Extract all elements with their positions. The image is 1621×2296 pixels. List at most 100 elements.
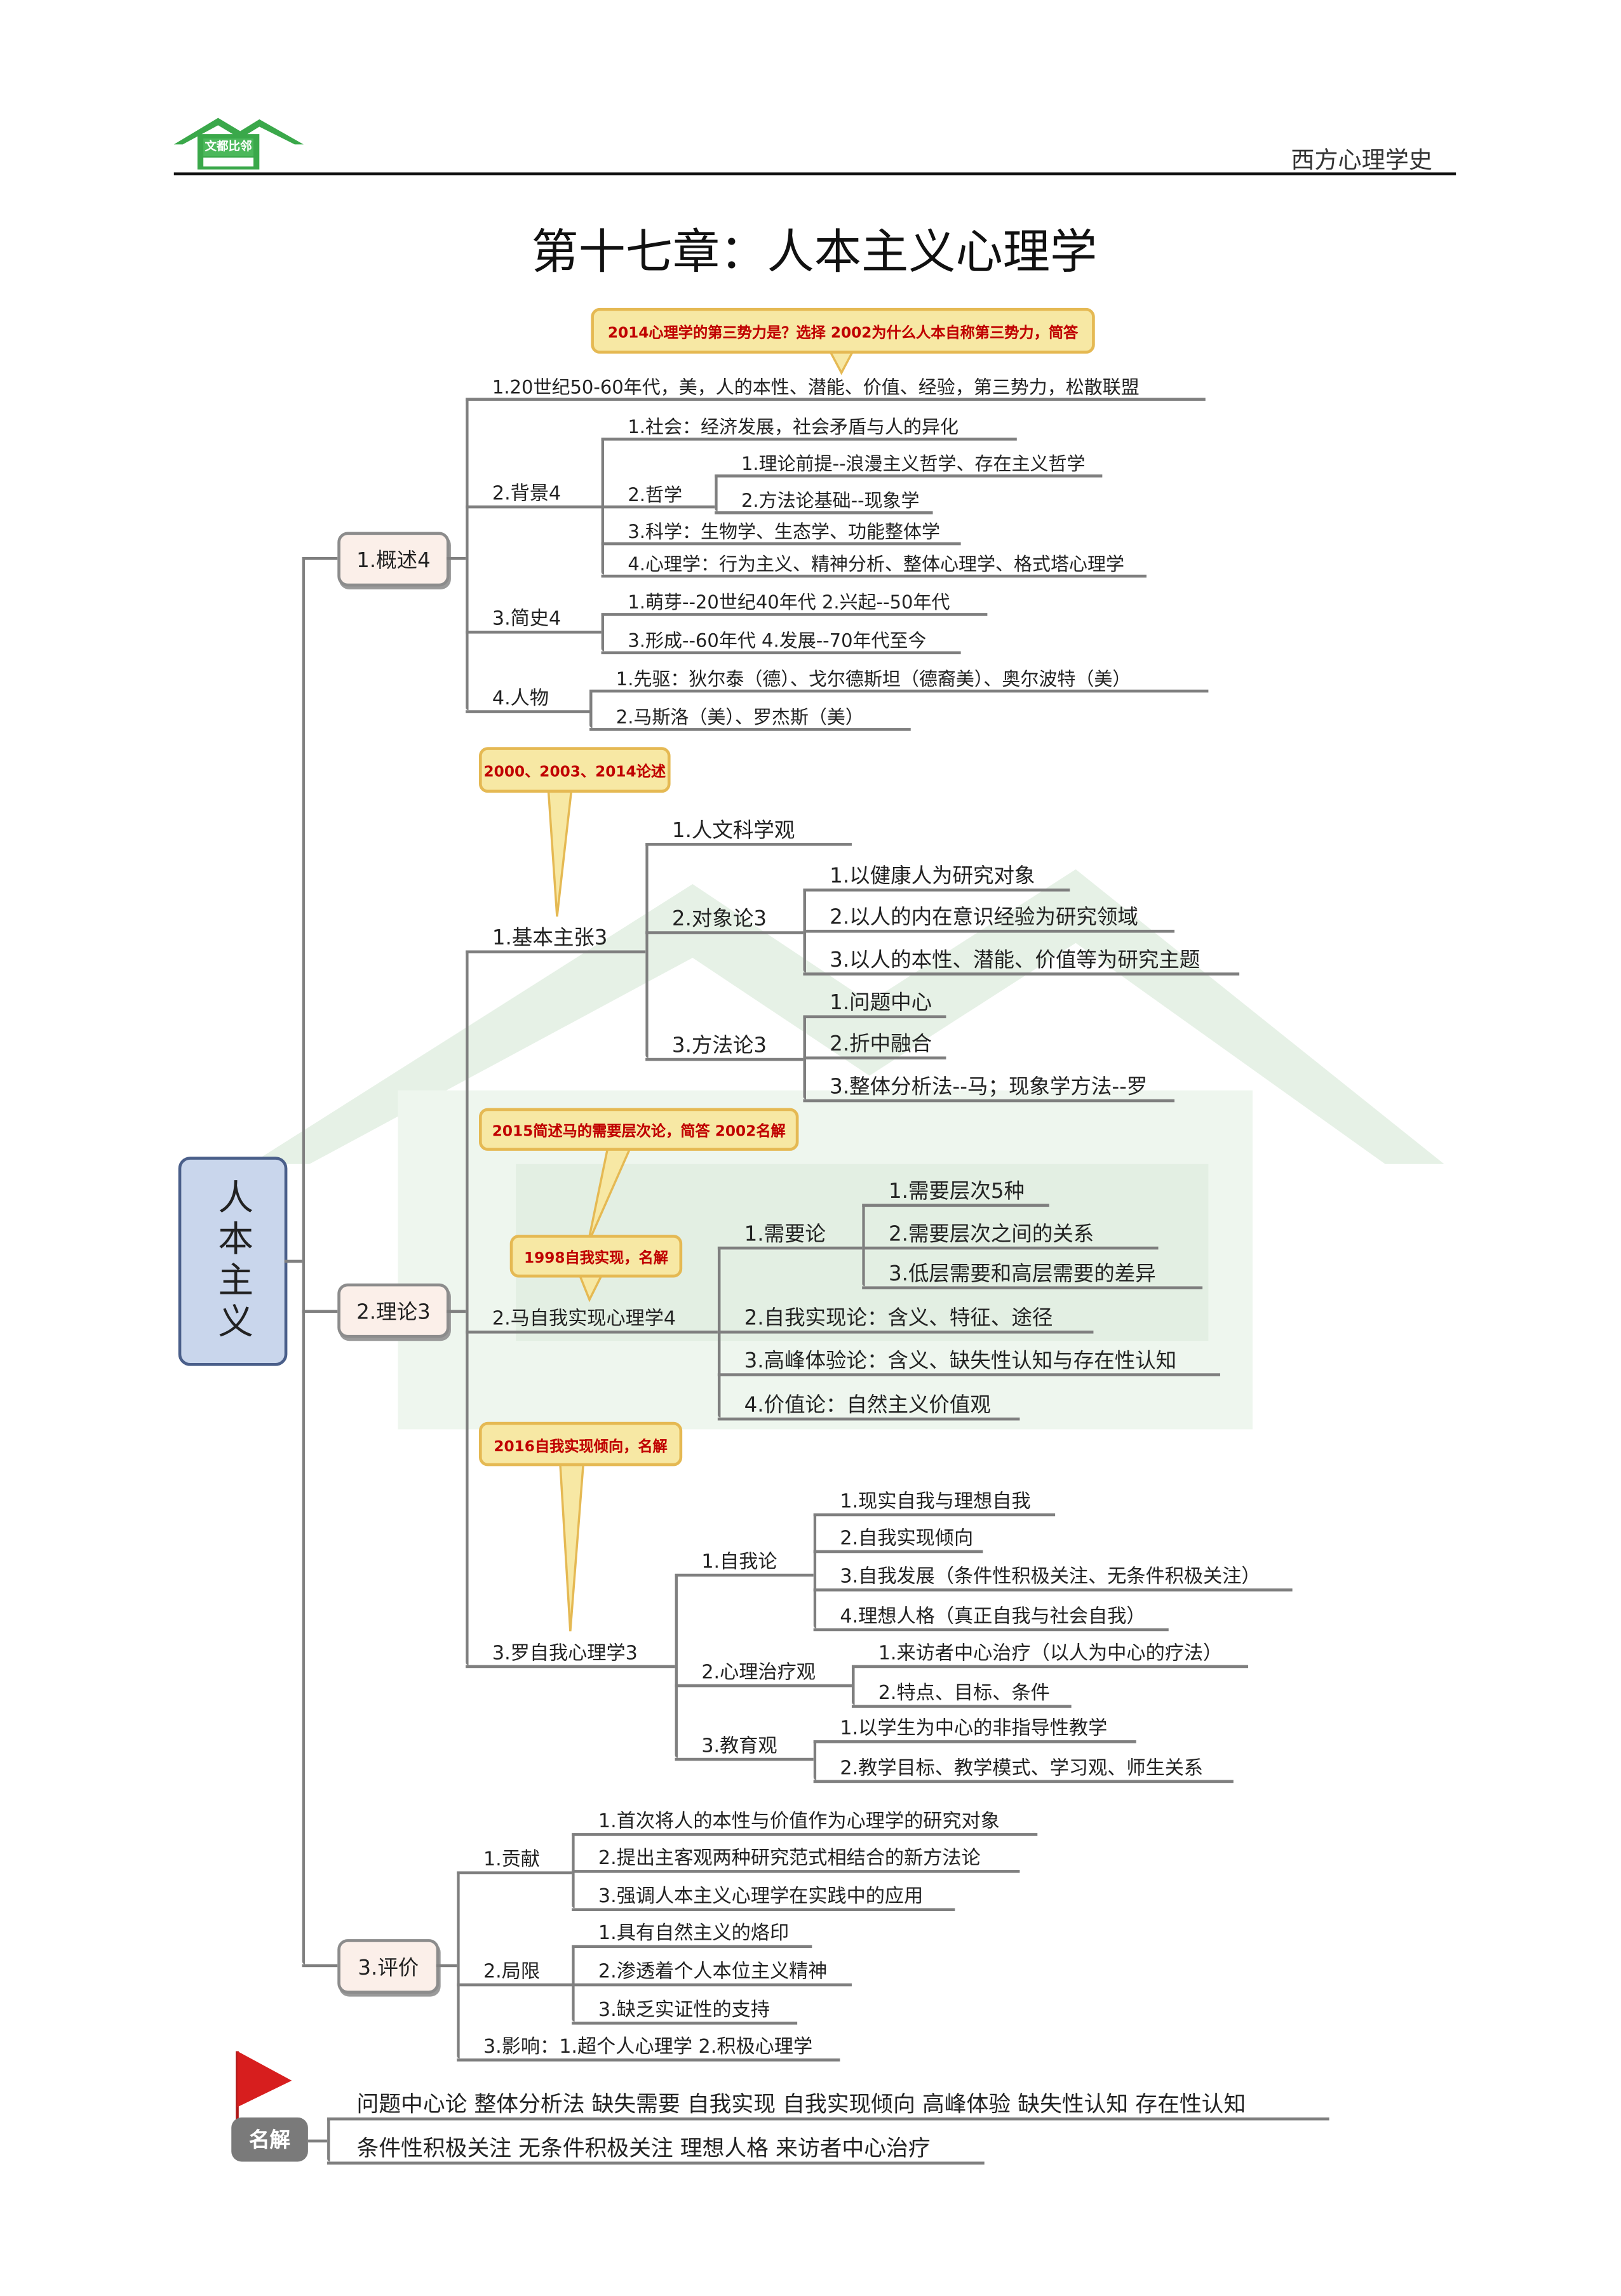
node-psychology[interactable]: 4.心理学：行为主义、精神分析、整体心理学、格式塔心理学 [601, 554, 1147, 578]
node-history-2[interactable]: 3.形成--60年代 4.发展--70年代至今 [601, 631, 961, 655]
node-label: 1.以学生为中心的非指导性教学 [840, 1718, 1108, 1740]
node-therapy[interactable]: 2.心理治疗观 [675, 1663, 852, 1688]
node-education[interactable]: 3.教育观 [675, 1737, 814, 1761]
connector [457, 1871, 460, 2059]
connector [307, 2139, 328, 2143]
node-founders[interactable]: 2.马斯洛（美）、罗杰斯（美） [589, 708, 911, 731]
terms-label[interactable]: 名解 [231, 2117, 308, 2162]
node-method-3[interactable]: 3.整体分析法--马；现象学方法--罗 [803, 1077, 1175, 1103]
node-contribution[interactable]: 1.贡献 [457, 1851, 572, 1875]
node-values[interactable]: 4.价值论：自然主义价值观 [717, 1395, 1020, 1421]
flag-icon [236, 2051, 292, 2122]
node-label: 3.影响：1.超个人心理学 2.积极心理学 [483, 2036, 813, 2059]
node-philosophy-method[interactable]: 2.方法论基础--现象学 [715, 491, 933, 514]
branch-evaluation[interactable]: 3.评价 [337, 1939, 440, 1994]
node-needs-3[interactable]: 3.低层需要和高层需要的差异 [862, 1265, 1203, 1289]
node-contribution-2[interactable]: 2.提出主客观两种研究范式相结合的新方法论 [572, 1850, 1020, 1873]
node-label: 2.心理治疗观 [701, 1662, 816, 1684]
node-label: 3.科学：生物学、生态学、功能整体学 [628, 519, 941, 542]
node-label: 1.社会：经济发展，社会矛盾与人的异化 [628, 415, 959, 437]
callout-pointer [547, 786, 574, 917]
node-label: 4.理想人格（真正自我与社会自我） [840, 1606, 1146, 1628]
node-peak-experience[interactable]: 3.高峰体验论：含义、缺失性认知与存在性认知 [717, 1351, 1220, 1376]
branch-overview[interactable]: 1.概述4 [337, 532, 450, 587]
node-needs-1[interactable]: 1.需要层次5种 [862, 1182, 1049, 1207]
node-education-2[interactable]: 2.教学目标、教学模式、学习观、师生关系 [813, 1759, 1234, 1783]
node-label: 4.心理学：行为主义、精神分析、整体心理学、格式塔心理学 [628, 551, 1125, 574]
node-label: 1.贡献 [483, 1849, 541, 1872]
node-method-2[interactable]: 2.折中融合 [803, 1035, 946, 1060]
node-method-1[interactable]: 1.问题中心 [803, 993, 946, 1019]
node-contribution-3[interactable]: 3.强调人本主义心理学在实践中的应用 [572, 1888, 955, 1912]
node-pioneers[interactable]: 1.先驱：狄尔泰（德）、戈尔德斯坦（德裔美）、奥尔波特（美） [589, 669, 1209, 693]
node-label: 条件性积极关注 无条件积极关注 理想人格 来访者中心治疗 [356, 2135, 931, 2162]
node-therapy-1[interactable]: 1.来访者中心治疗（以人为中心的疗法） [851, 1644, 1249, 1668]
connector [589, 689, 593, 728]
logo-text: 文都比邻 [205, 140, 252, 154]
node-background[interactable]: 2.背景4 [466, 485, 602, 509]
node-label: 2.提出主客观两种研究范式相结合的新方法论 [598, 1848, 981, 1870]
node-label: 1.现实自我与理想自我 [840, 1491, 1031, 1514]
node-self-3[interactable]: 3.自我发展（条件性积极关注、无条件积极关注） [813, 1568, 1293, 1592]
callout-exam-2014: 2014心理学的第三势力是？选择 2002为什么人本自称第三势力，简答 [591, 307, 1095, 354]
connector [302, 1964, 338, 1968]
header-rule [173, 172, 1456, 176]
node-education-1[interactable]: 1.以学生为中心的非指导性教学 [813, 1719, 1136, 1743]
node-label: 3.高峰体验论：含义、缺失性认知与存在性认知 [744, 1350, 1177, 1374]
node-self-1[interactable]: 1.现实自我与理想自我 [813, 1493, 1056, 1517]
node-intro[interactable]: 1.20世纪50-60年代，美，人的本性、潜能、价值、经验，第三势力，松散联盟 [466, 377, 1206, 401]
node-label: 1.需要论 [744, 1223, 826, 1247]
callout-pointer [586, 1142, 634, 1244]
node-maslow[interactable]: 2.马自我实现心理学4 [466, 1310, 718, 1334]
node-label: 3.缺乏实证性的支持 [598, 1999, 770, 2022]
root-node[interactable]: 人本主义 [178, 1157, 288, 1366]
connector [601, 613, 605, 652]
node-limitation-1[interactable]: 1.具有自然主义的烙印 [572, 1924, 812, 1949]
node-therapy-2[interactable]: 2.特点、目标、条件 [851, 1684, 1072, 1708]
subject-label: 西方心理学史 [1291, 145, 1433, 174]
node-self-4[interactable]: 4.理想人格（真正自我与社会自我） [813, 1608, 1169, 1632]
node-self-2[interactable]: 2.自我实现倾向 [813, 1529, 983, 1554]
node-needs-2[interactable]: 2.需要层次之间的关系 [862, 1225, 1159, 1250]
node-object-2[interactable]: 2.以人的内在意识经验为研究领域 [803, 908, 1175, 933]
node-science[interactable]: 3.科学：生物学、生态学、功能整体学 [601, 521, 961, 546]
node-label: 3.强调人本主义心理学在实践中的应用 [598, 1886, 924, 1909]
node-society[interactable]: 1.社会：经济发展，社会矛盾与人的异化 [601, 417, 1017, 441]
node-philosophy-premise[interactable]: 1.理论前提--浪漫主义哲学、存在主义哲学 [715, 454, 1103, 478]
connector [327, 2117, 330, 2162]
node-needs-theory[interactable]: 1.需要论 [717, 1225, 863, 1250]
connector [715, 474, 718, 512]
node-label: 1.自我论 [701, 1551, 777, 1574]
node-label: 1.先驱：狄尔泰（德）、戈尔德斯坦（德裔美）、奥尔波特（美） [615, 666, 1131, 689]
callout-pointer [558, 1459, 585, 1632]
node-humanities[interactable]: 1.人文科学观 [645, 821, 852, 846]
node-label: 3.以人的本性、潜能、价值等为研究主题 [830, 949, 1201, 973]
node-method-theory[interactable]: 3.方法论3 [645, 1036, 804, 1061]
terms-line-2[interactable]: 条件性积极关注 无条件积极关注 理想人格 来访者中心治疗 [327, 2137, 985, 2165]
node-object-1[interactable]: 1.以健康人为研究对象 [803, 866, 1070, 892]
branch-theory[interactable]: 2.理论3 [337, 1283, 450, 1338]
callout-basic-claims: 2000、2003、2014论述 [479, 747, 671, 793]
node-self-theory[interactable]: 1.自我论 [675, 1553, 814, 1577]
node-basic-claims[interactable]: 1.基本主张3 [466, 929, 646, 954]
node-philosophy[interactable]: 2.哲学 [601, 485, 715, 509]
node-contribution-1[interactable]: 1.首次将人的本性与价值作为心理学的研究对象 [572, 1813, 1038, 1836]
node-object-theory[interactable]: 2.对象论3 [645, 909, 804, 934]
node-history[interactable]: 3.简史4 [466, 610, 602, 634]
node-limitation-3[interactable]: 3.缺乏实证性的支持 [572, 2001, 798, 2025]
terms-line-1[interactable]: 问题中心论 整体分析法 缺失需要 自我实现 自我实现倾向 高峰体验 缺失性认知 … [327, 2093, 1329, 2121]
node-label: 1.首次将人的本性与价值作为心理学的研究对象 [598, 1811, 1000, 1834]
node-object-3[interactable]: 3.以人的本性、潜能、价值等为研究主题 [803, 950, 1240, 976]
node-self-actualization[interactable]: 2.自我实现论：含义、特征、途径 [717, 1308, 1094, 1334]
node-label: 2.教学目标、教学模式、学习观、师生关系 [840, 1757, 1204, 1780]
node-limitation-2[interactable]: 2.渗透着个人本位主义精神 [572, 1963, 852, 1987]
connector [572, 1945, 575, 2022]
connector [862, 1204, 865, 1287]
logo-icon [173, 117, 304, 170]
node-label: 1.萌芽--20世纪40年代 2.兴起--50年代 [628, 590, 950, 612]
node-people[interactable]: 4.人物 [466, 690, 589, 713]
node-rogers[interactable]: 3.罗自我心理学3 [466, 1644, 675, 1668]
node-limitation[interactable]: 2.局限 [457, 1963, 572, 1987]
node-influence[interactable]: 3.影响：1.超个人心理学 2.积极心理学 [457, 2038, 840, 2062]
node-history-1[interactable]: 1.萌芽--20世纪40年代 2.兴起--50年代 [601, 593, 988, 616]
